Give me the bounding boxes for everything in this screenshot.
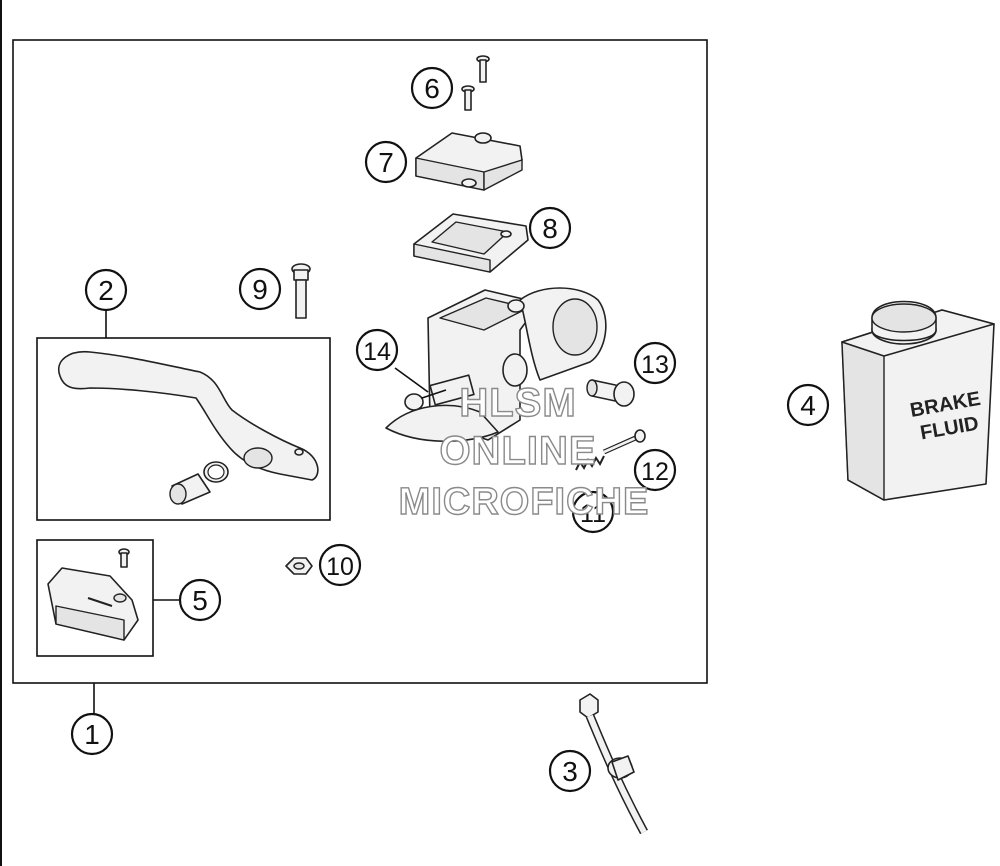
callout-1-label: 1 xyxy=(84,719,100,750)
callout-5-label: 5 xyxy=(192,585,208,616)
nut-part-10 xyxy=(285,557,313,575)
callout-3-label: 3 xyxy=(562,756,578,787)
cover-subframe xyxy=(36,539,154,657)
watermark-line-2: ONLINE xyxy=(439,429,596,473)
diaphragm-part-8 xyxy=(413,213,529,273)
callout-2: 2 xyxy=(84,268,128,312)
lever-part-2 xyxy=(57,351,319,481)
bolt-part-9 xyxy=(291,263,311,319)
master-cylinder-body xyxy=(385,287,607,443)
reservoir-cover-part-7 xyxy=(415,132,523,191)
callout-1: 1 xyxy=(70,712,114,756)
callout-6: 6 xyxy=(410,66,454,110)
callout-10: 10 xyxy=(318,543,362,587)
callout-9-label: 9 xyxy=(252,274,268,305)
callout-4-label: 4 xyxy=(800,390,816,421)
watermark-line-3: MICROFICHE xyxy=(399,481,650,523)
callout-12-label: 12 xyxy=(641,458,669,486)
lever-bushing-part xyxy=(169,461,229,505)
callout-11-label: 11 xyxy=(580,500,606,528)
callout-8: 8 xyxy=(528,206,572,250)
callout-9: 9 xyxy=(238,267,282,311)
callout-4: 4 xyxy=(786,383,830,427)
lever-subframe xyxy=(36,337,331,521)
callout-2-label: 2 xyxy=(98,275,114,306)
leader-lines xyxy=(93,310,429,714)
assembly-frame xyxy=(12,39,708,684)
watermark: HLSM ONLINE MICROFICHE xyxy=(398,380,650,523)
callout-7: 7 xyxy=(364,140,408,184)
cover-part-5 xyxy=(47,548,139,641)
pin-part-13 xyxy=(586,379,635,407)
callout-14-label: 14 xyxy=(363,338,391,366)
callout-8-label: 8 xyxy=(542,213,558,244)
callout-13-label: 13 xyxy=(641,351,669,379)
callout-12: 12 xyxy=(633,448,677,492)
callout-6-label: 6 xyxy=(424,73,440,104)
screw-spring-part-12 xyxy=(575,429,646,471)
watermark-line-1: HLSM xyxy=(459,381,576,425)
screw-part-6 xyxy=(461,55,490,111)
callout-5: 5 xyxy=(178,578,222,622)
callout-11: 11 xyxy=(571,490,615,534)
brake-fluid-container-part-4: BRAKE FLUID xyxy=(841,300,995,501)
callout-7-label: 7 xyxy=(378,147,394,178)
brake-hose-part-3 xyxy=(579,693,648,835)
callout-3: 3 xyxy=(548,749,592,793)
callout-10-label: 10 xyxy=(326,553,354,581)
callout-14: 14 xyxy=(355,328,399,372)
callout-13: 13 xyxy=(633,341,677,385)
